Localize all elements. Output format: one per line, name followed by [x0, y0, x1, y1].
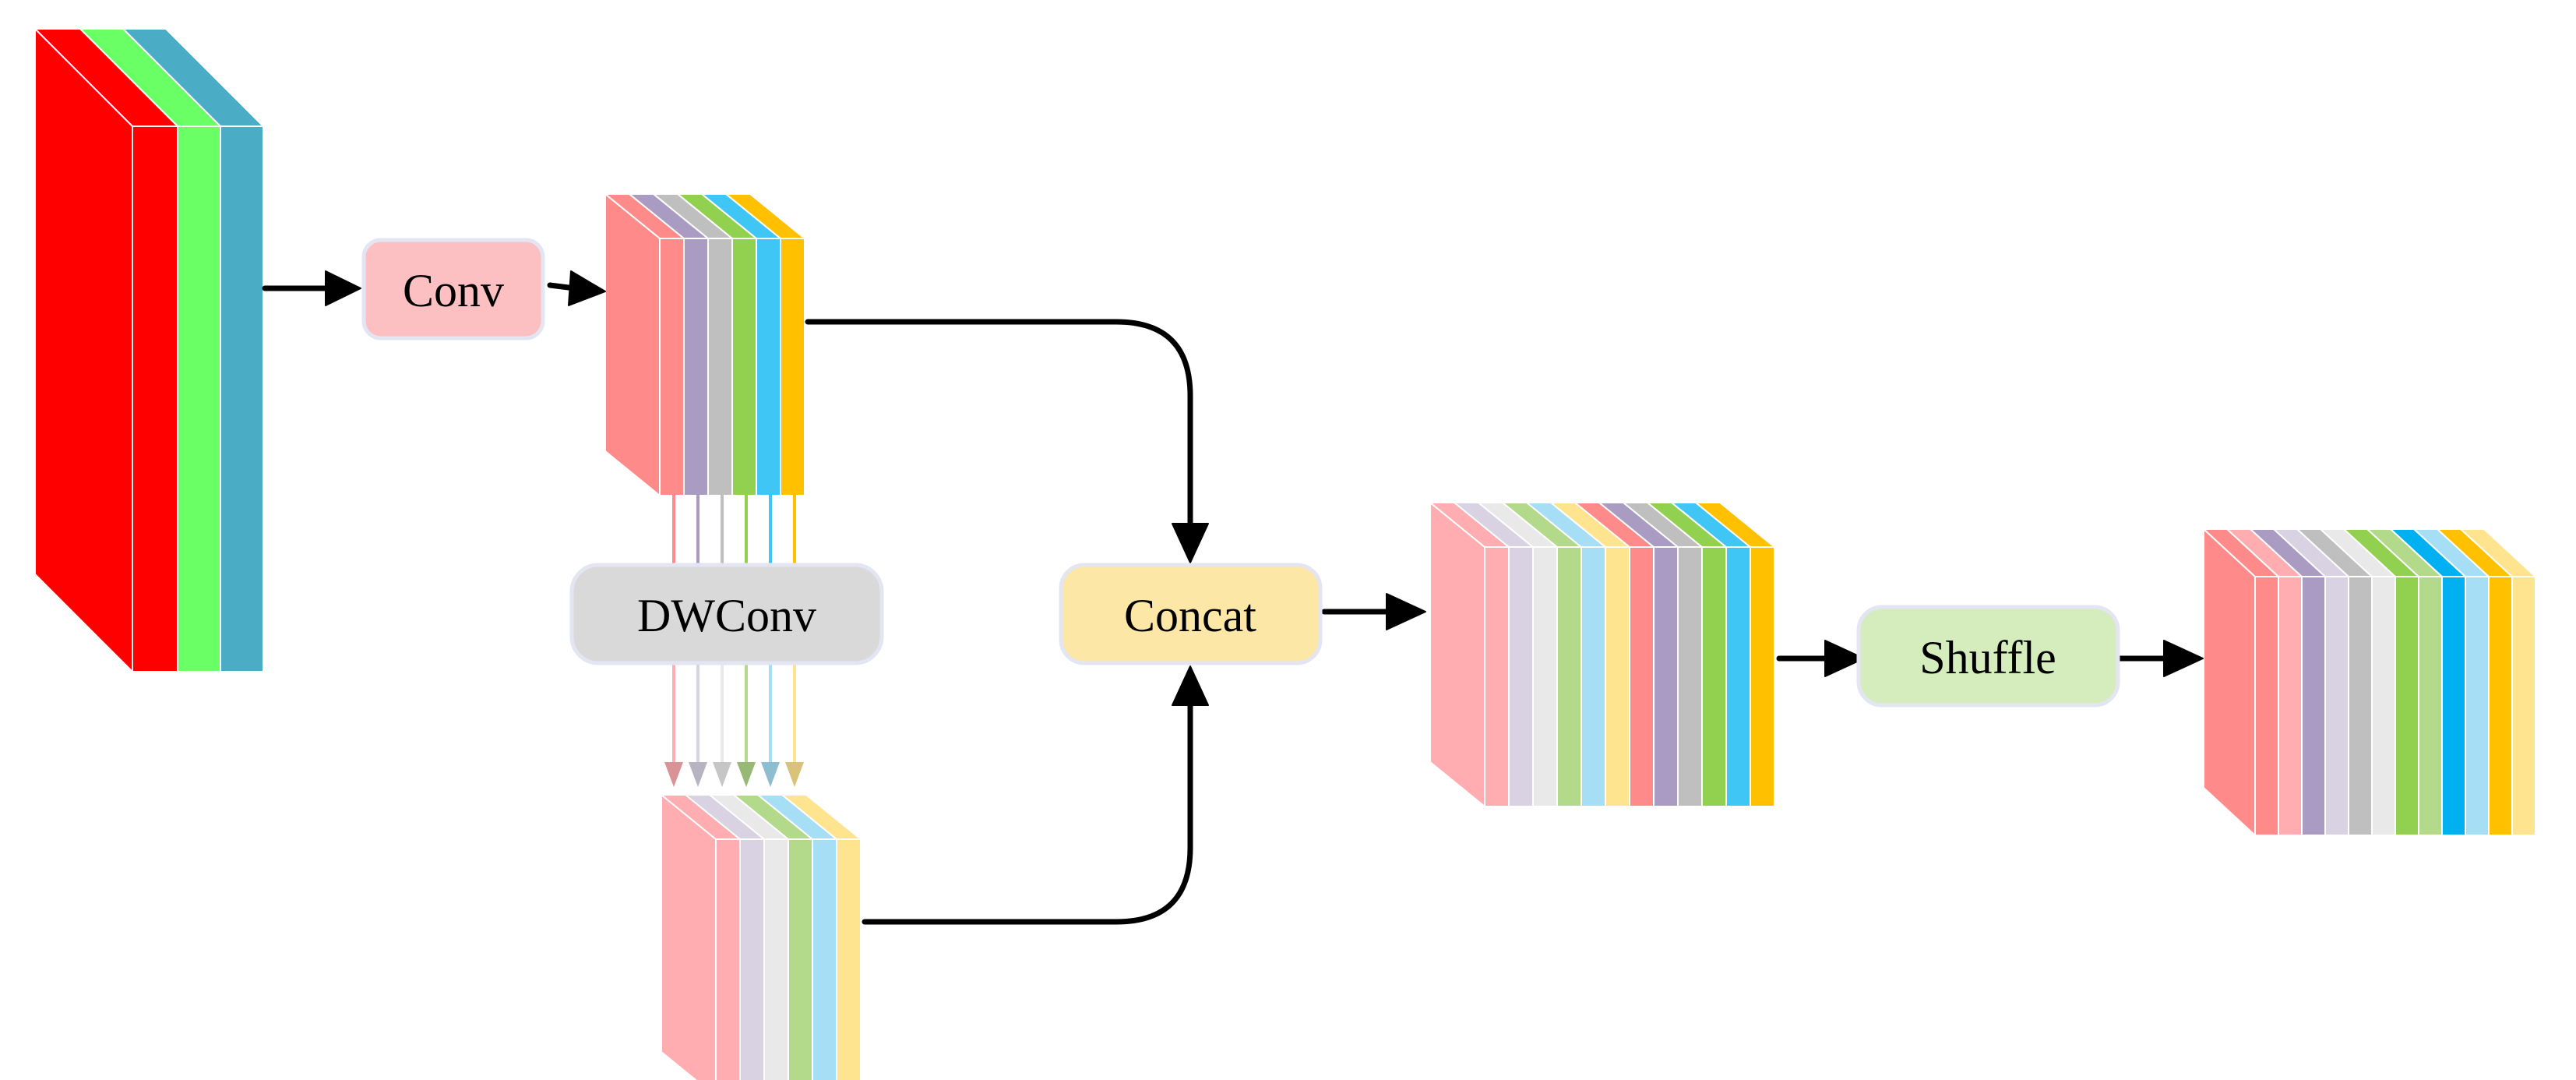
shuffle_out-channel-front: [2324, 576, 2349, 836]
dw-channel-arrowhead: [737, 762, 756, 787]
concat_out-channel-front: [1580, 546, 1606, 807]
shuffle_out-channel-front: [2301, 576, 2326, 836]
conv-to-block-arrow: [547, 282, 572, 291]
concat_out-channel-front: [1484, 546, 1510, 807]
shuffle-output-feature-block: [2201, 527, 2538, 838]
conv-block-to-concat-arrowhead: [1172, 523, 1209, 563]
dw-channel-arrowhead: [785, 762, 804, 787]
dwconv-output-feature-block: [659, 792, 863, 1080]
shuffle_out-channel-front: [2418, 576, 2443, 836]
shuffle_out-channel-front: [2348, 576, 2373, 836]
concat_out-channel-front: [1629, 546, 1654, 807]
dw_out-side-face: [661, 792, 717, 1080]
shuffle-node-box: [1856, 605, 2120, 708]
concat_out-channel-front: [1750, 546, 1775, 807]
shuffle-node: Shuffle: [1856, 605, 2120, 708]
dw-channel-arrowhead: [761, 762, 780, 787]
concat_out-channel-front: [1701, 546, 1727, 807]
concat_out-channel-front: [1725, 546, 1751, 807]
conv-to-block-arrowhead: [568, 270, 606, 306]
input-channel-front: [132, 125, 178, 672]
conv-node: Conv: [361, 238, 545, 341]
conv_out-channel-front: [707, 238, 733, 496]
shuffle_out-channel-front: [2395, 576, 2419, 836]
conv_out-channel-front: [756, 238, 781, 496]
shuffle-node-label: Shuffle: [1919, 632, 2056, 683]
concat-node: Concat: [1059, 563, 1323, 665]
concat_out-channel-front: [1677, 546, 1703, 807]
dw_out-channel-front: [763, 838, 789, 1080]
input-side-face: [34, 26, 133, 674]
dw_out-channel-front: [715, 838, 741, 1080]
dw-channel-arrowhead: [713, 762, 731, 787]
conv_out-side-face: [604, 192, 661, 498]
input-channel-front: [177, 125, 221, 672]
shuffle-to-block-arrowhead: [2163, 640, 2204, 677]
shuffle_out-channel-front: [2254, 576, 2279, 836]
dw_out-channel-front: [836, 838, 862, 1080]
concat-to-block-arrowhead: [1386, 593, 1426, 630]
concat-node-box: [1059, 563, 1323, 665]
shuffle_out-channel-front: [2441, 576, 2466, 836]
conv_out-channel-front: [731, 238, 757, 496]
input-channel-front: [220, 125, 264, 672]
shuffle_out-channel-front: [2488, 576, 2513, 836]
conv-block-to-concat-connector: [805, 319, 1193, 527]
conv-output-feature-block: [603, 192, 807, 498]
dw-channel-arrowhead: [689, 762, 707, 787]
concat_out-channel-front: [1508, 546, 1534, 807]
dw-block-to-concat-connector: [862, 702, 1193, 925]
conv_out-channel-front: [780, 238, 805, 496]
connectors: [262, 270, 2204, 925]
dw-block-to-concat-arrowhead: [1172, 665, 1209, 706]
concat_out-side-face: [1429, 500, 1485, 809]
dw_out-channel-front: [812, 838, 837, 1080]
shuffle_out-channel-front: [2465, 576, 2490, 836]
concat_out-channel-front: [1653, 546, 1679, 807]
input-to-conv-arrowhead: [325, 270, 361, 306]
shuffle_out-channel-front: [2278, 576, 2303, 836]
conv-node-label: Conv: [403, 265, 504, 316]
shuffle_out-channel-front: [2371, 576, 2396, 836]
shuffle_out-side-face: [2203, 527, 2256, 838]
shuffle_out-channel-front: [2511, 576, 2536, 836]
conv_out-channel-front: [659, 238, 685, 496]
concat_out-channel-front: [1556, 546, 1582, 807]
dwconv-node-label: DWConv: [637, 590, 816, 641]
concat-output-feature-block: [1428, 500, 1777, 809]
input-feature-block: [33, 26, 266, 674]
dwconv-channel-lines: [664, 457, 804, 787]
conv-node-box: [361, 238, 545, 341]
dw_out-channel-front: [788, 838, 813, 1080]
conv_out-channel-front: [683, 238, 709, 496]
dw-channel-arrowhead: [664, 762, 683, 787]
dw_out-channel-front: [739, 838, 765, 1080]
concat_out-channel-front: [1532, 546, 1558, 807]
concat_out-channel-front: [1605, 546, 1630, 807]
dwconv-node: DWConv: [569, 563, 884, 665]
concat-node-label: Concat: [1124, 590, 1256, 641]
block-to-shuffle-arrowhead: [1824, 640, 1865, 677]
dwconv-node-box: [569, 563, 884, 665]
